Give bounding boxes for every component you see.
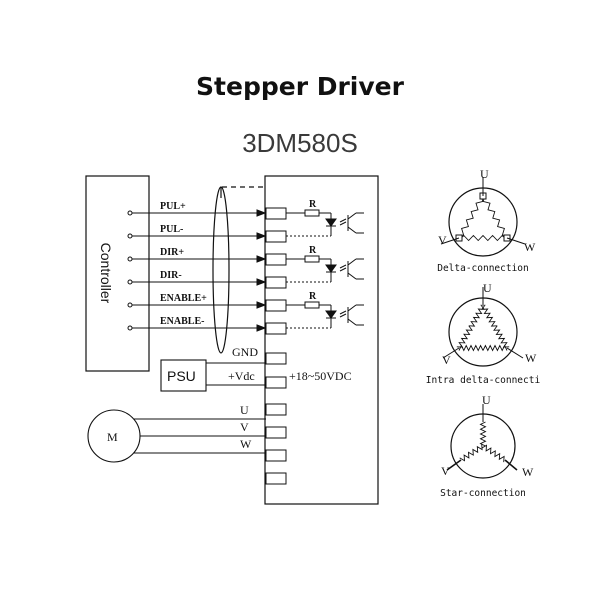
driver-terminal — [265, 253, 287, 266]
winding-coil — [456, 325, 473, 348]
led-diode-symbol — [325, 218, 337, 227]
winding-coil — [458, 344, 484, 352]
signal-terminal-dot — [127, 302, 133, 308]
winding-coil — [482, 344, 508, 352]
intra-delta-caption: Intra delta-connecti — [426, 375, 541, 386]
driver-terminal — [265, 276, 287, 289]
delta-u-label: U — [480, 167, 489, 181]
transistor-collector — [347, 304, 357, 312]
signal-label: PUL+ — [160, 201, 186, 212]
winding-coil — [493, 325, 510, 348]
driver-terminal — [265, 299, 287, 312]
driver-terminal — [265, 352, 287, 365]
lead-w — [504, 459, 518, 471]
signal-terminal-dot — [127, 233, 133, 239]
phase-label-v: V — [240, 420, 249, 434]
motor-label: M — [107, 430, 118, 444]
phase-label-w: W — [240, 437, 252, 451]
driver-box — [264, 175, 379, 505]
resistor-label: R — [309, 245, 317, 256]
lead-w — [506, 237, 526, 245]
led-diode-symbol — [325, 310, 337, 319]
winding-coil — [456, 194, 484, 238]
star-connection-diagram — [446, 404, 518, 479]
lead-w — [506, 347, 524, 359]
winding-coil — [459, 443, 483, 462]
lead-v — [440, 237, 460, 245]
star-w-label: W — [522, 465, 534, 479]
delta-w-label: W — [524, 240, 536, 254]
resistor-symbol — [304, 209, 320, 217]
resistor-symbol — [304, 301, 320, 309]
driver-terminal — [265, 322, 287, 335]
signal-arrow — [256, 301, 267, 309]
signal-terminal-dot — [127, 210, 133, 216]
signal-label: DIR- — [160, 270, 182, 281]
resistor-label: R — [309, 291, 317, 302]
transistor-emitter — [347, 272, 357, 280]
winding-coil — [458, 234, 508, 242]
light-arrow — [339, 310, 347, 315]
vdc-label: +Vdc — [228, 369, 255, 383]
transistor-collector — [347, 258, 357, 266]
driver-terminal — [265, 449, 287, 462]
signal-arrow — [256, 232, 267, 240]
driver-terminal — [265, 472, 287, 485]
winding-coil — [481, 444, 505, 463]
psu-box — [160, 359, 207, 392]
winding-coil — [468, 304, 485, 327]
transistor-collector — [347, 212, 357, 220]
light-arrow — [339, 264, 347, 269]
intra-w-label: W — [525, 351, 537, 365]
delta-connection-diagram — [440, 177, 526, 257]
signal-label: PUL- — [160, 224, 183, 235]
winding-coil — [482, 194, 510, 238]
light-arrow — [339, 218, 347, 223]
driver-terminal — [265, 230, 287, 243]
gnd-label: GND — [232, 345, 258, 359]
intra-v-label: V — [442, 353, 451, 367]
star-caption: Star-connection — [440, 488, 526, 499]
intra-delta-connection-diagram — [442, 287, 524, 367]
signal-label: ENABLE- — [160, 316, 204, 327]
driver-terminal — [265, 207, 287, 220]
transistor-emitter — [347, 318, 357, 326]
star-u-label: U — [482, 393, 491, 407]
light-arrow — [339, 267, 347, 272]
signal-arrow — [256, 255, 267, 263]
star-v-label: V — [441, 464, 450, 478]
driver-terminal — [265, 376, 287, 389]
signal-arrow — [256, 324, 267, 332]
driver-terminal — [265, 403, 287, 416]
signal-label: DIR+ — [160, 247, 184, 258]
intra-u-label: U — [483, 281, 492, 295]
lead-v — [442, 347, 460, 359]
model-number: 3DM580S — [242, 128, 358, 158]
lead-v — [446, 459, 462, 471]
light-arrow — [339, 313, 347, 318]
driver-terminal — [265, 426, 287, 439]
resistor-symbol — [304, 255, 320, 263]
transistor-emitter — [347, 226, 357, 234]
winding-coil — [479, 421, 487, 447]
signal-arrow — [256, 278, 267, 286]
voltage-range-label: +18~50VDC — [289, 369, 352, 383]
signal-terminal-dot — [127, 279, 133, 285]
signal-terminal-dot — [127, 325, 133, 331]
led-diode-symbol — [325, 264, 337, 273]
resistor-label: R — [309, 199, 317, 210]
signal-arrow — [256, 209, 267, 217]
winding-coil — [481, 304, 498, 327]
light-arrow — [339, 221, 347, 226]
phase-label-u: U — [240, 403, 249, 417]
controller-label: Controller — [98, 243, 114, 304]
page-title: Stepper Driver — [196, 72, 404, 101]
delta-caption: Delta-connection — [437, 263, 529, 274]
delta-v-label: V — [438, 233, 447, 247]
signal-terminal-dot — [127, 256, 133, 262]
signal-label: ENABLE+ — [160, 293, 207, 304]
psu-label: PSU — [167, 368, 196, 384]
controller-box — [85, 175, 150, 372]
